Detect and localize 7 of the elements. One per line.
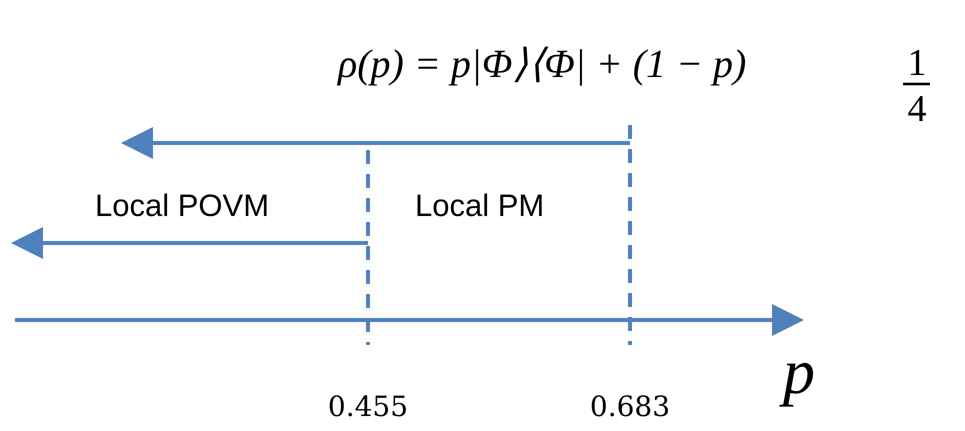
fraction-denominator: 4	[906, 90, 928, 128]
region-label: Local POVM	[95, 190, 270, 221]
fraction-numerator: 1	[906, 44, 928, 82]
tick-label: 0.455	[326, 393, 410, 421]
tick-label: 0.683	[588, 393, 672, 421]
region-label: Local PM	[415, 190, 544, 221]
formula: ρ(p) = p|Φ⟩⟨Φ| + (1 − p)	[338, 44, 746, 84]
